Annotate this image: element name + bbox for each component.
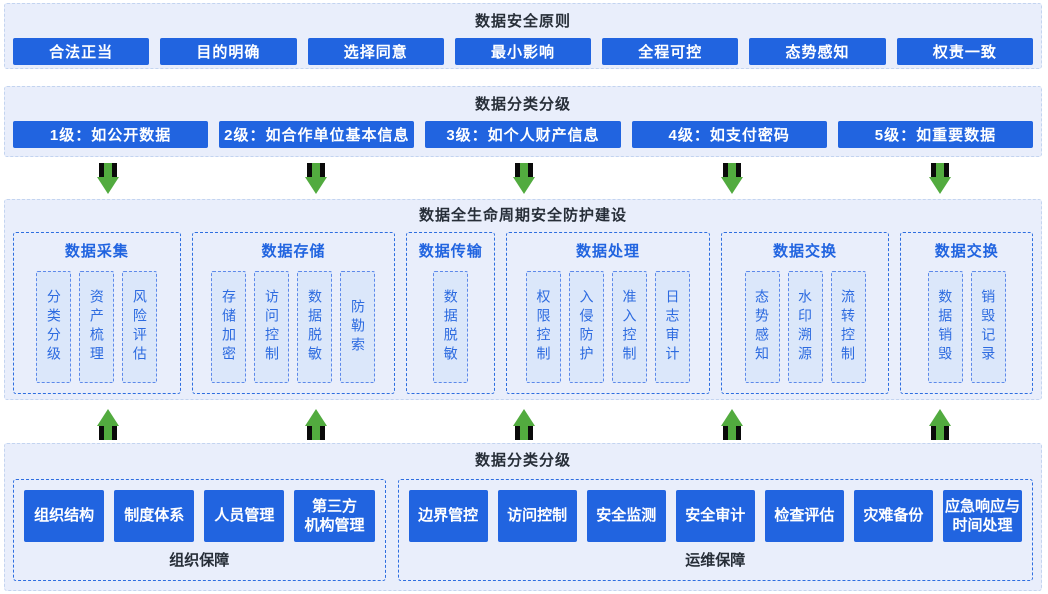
lifecycle-title: 数据全生命周期安全防护建设 — [418, 207, 627, 224]
principle-node: 目的明确 — [160, 38, 297, 65]
up-arrow-row — [4, 408, 1044, 440]
principle-node: 选择同意 — [307, 38, 444, 65]
safeguard-node: 访问控制 — [497, 490, 577, 542]
safeguard-group-organization: 组织结构 制度体系 人员管理 第三方 机构管理 组织保障 — [13, 479, 386, 581]
lifecycle-group-storage: 数据存储 存储加密 访问控制 数据脱敏 防勒索 — [191, 232, 396, 394]
lifecycle-item: 权限控制 — [526, 271, 561, 383]
group-title: 数据采集 — [64, 243, 129, 260]
group-title: 数据处理 — [576, 243, 641, 260]
lifecycle-item: 访问控制 — [254, 271, 290, 383]
safeguard-node: 第三方 机构管理 — [294, 490, 375, 542]
down-arrow-icon — [97, 163, 119, 194]
lifecycle-item: 风险评估 — [122, 271, 158, 383]
lifecycle-item: 流转控制 — [830, 271, 866, 383]
principle-node: 态势感知 — [749, 38, 886, 65]
group-title: 数据交换 — [773, 243, 838, 260]
safeguard-node: 检查评估 — [764, 490, 844, 542]
lifecycle-item: 数据脱敏 — [297, 271, 333, 383]
safeguard-node: 灾难备份 — [853, 490, 933, 542]
level-node: 4级：如支付密码 — [631, 121, 827, 148]
principle-node: 合法正当 — [13, 38, 150, 65]
safeguard-node: 应急响应与 时间处理 — [942, 490, 1022, 542]
safeguard-node: 组织结构 — [24, 490, 105, 542]
down-arrow-icon — [929, 163, 951, 194]
level-node: 5级：如重要数据 — [837, 121, 1034, 148]
group-label: 组织保障 — [169, 552, 230, 569]
lifecycle-item: 入侵防护 — [569, 271, 604, 383]
safeguard-node: 安全审计 — [675, 490, 755, 542]
principle-node: 全程可控 — [602, 38, 739, 65]
up-arrow-icon — [97, 409, 119, 440]
lifecycle-item: 数据脱敏 — [433, 271, 469, 383]
lifecycle-group-processing: 数据处理 权限控制 入侵防护 准入控制 日志审计 — [506, 232, 710, 394]
principles-row: 合法正当 目的明确 选择同意 最小影响 全程可控 态势感知 权责一致 — [5, 38, 1041, 65]
classification-row: 1级：如公开数据 2级：如合作单位基本信息 3级：如个人财产信息 4级：如支付密… — [5, 121, 1041, 148]
down-arrow-icon — [305, 163, 327, 194]
classification-title: 数据分类分级 — [474, 96, 571, 113]
group-label: 运维保障 — [685, 552, 746, 569]
lifecycle-item: 销毁记录 — [970, 271, 1006, 383]
safeguard-title: 数据分类分级 — [474, 452, 571, 469]
lifecycle-item: 态势感知 — [744, 271, 780, 383]
up-arrow-icon — [929, 409, 951, 440]
safeguard-node: 安全监测 — [586, 490, 666, 542]
down-arrow-icon — [513, 163, 535, 194]
lifecycle-group-destruction: 数据交换 数据销毁 销毁记录 — [900, 232, 1033, 394]
lifecycle-panel: 数据全生命周期安全防护建设 数据采集 分类分级 资产梳理 风险评估 数据存储 存… — [4, 199, 1042, 400]
down-arrow-row — [4, 163, 1044, 195]
principle-node: 权责一致 — [896, 38, 1033, 65]
level-node: 3级：如个人财产信息 — [425, 121, 621, 148]
lifecycle-group-transmission: 数据传输 数据脱敏 — [406, 232, 496, 394]
safeguard-node: 制度体系 — [114, 490, 195, 542]
safeguard-group-operations: 边界管控 访问控制 安全监测 安全审计 检查评估 灾难备份 应急响应与 时间处理… — [397, 479, 1033, 581]
safeguard-groups: 组织结构 制度体系 人员管理 第三方 机构管理 组织保障 边界管控 访问控制 安… — [5, 479, 1041, 581]
principles-panel: 数据安全原则 合法正当 目的明确 选择同意 最小影响 全程可控 态势感知 权责一… — [4, 3, 1042, 69]
classification-panel: 数据分类分级 1级：如公开数据 2级：如合作单位基本信息 3级：如个人财产信息 … — [4, 86, 1042, 157]
lifecycle-group-exchange: 数据交换 态势感知 水印溯源 流转控制 — [720, 232, 890, 394]
group-title: 数据传输 — [418, 243, 483, 260]
lifecycle-item: 分类分级 — [36, 271, 72, 383]
group-title: 数据交换 — [934, 243, 999, 260]
lifecycle-item: 水印溯源 — [787, 271, 823, 383]
group-title: 数据存储 — [261, 243, 326, 260]
lifecycle-item: 数据销毁 — [927, 271, 963, 383]
lifecycle-group-collection: 数据采集 分类分级 资产梳理 风险评估 — [13, 232, 181, 394]
safeguard-node: 边界管控 — [408, 490, 488, 542]
safeguard-panel: 数据分类分级 组织结构 制度体系 人员管理 第三方 机构管理 组织保障 边界管控… — [4, 443, 1042, 591]
lifecycle-item: 准入控制 — [612, 271, 647, 383]
lifecycle-groups: 数据采集 分类分级 资产梳理 风险评估 数据存储 存储加密 访问控制 数据脱敏 … — [5, 232, 1041, 394]
principles-title: 数据安全原则 — [474, 13, 571, 30]
lifecycle-item: 日志审计 — [655, 271, 690, 383]
up-arrow-icon — [513, 409, 535, 440]
down-arrow-icon — [721, 163, 743, 194]
level-node: 1级：如公开数据 — [13, 121, 209, 148]
level-node: 2级：如合作单位基本信息 — [219, 121, 415, 148]
lifecycle-item: 存储加密 — [211, 271, 247, 383]
up-arrow-icon — [305, 409, 327, 440]
lifecycle-item: 防勒索 — [340, 271, 376, 383]
up-arrow-icon — [721, 409, 743, 440]
safeguard-node: 人员管理 — [204, 490, 285, 542]
lifecycle-item: 资产梳理 — [79, 271, 115, 383]
principle-node: 最小影响 — [454, 38, 592, 65]
